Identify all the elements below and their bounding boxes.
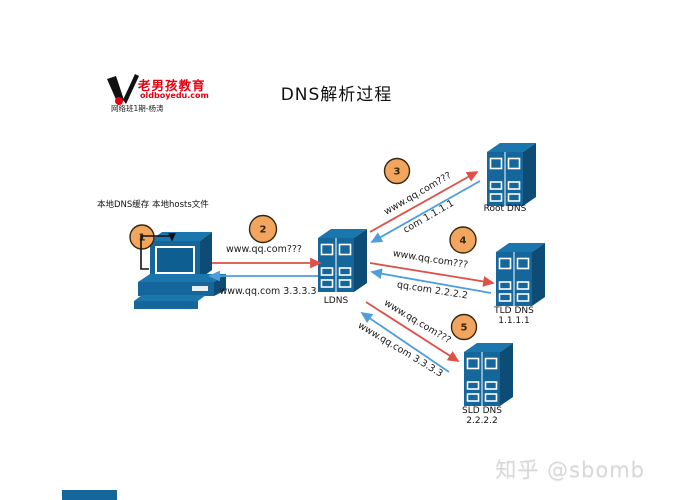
brand-name: 老男孩教育 [138,78,206,93]
step-5-number: 5 [461,323,468,334]
query-arrow-ldns-to-sld [365,301,460,362]
tld-dns-label: TLD DNS [493,306,534,316]
step-5-badge: 5 [450,313,478,341]
logo-checkmark-icon [107,74,139,105]
step-3-badge: 3 [383,157,411,185]
client-reply-label: www.qq.com 3.3.3.3 [219,286,316,297]
tld-dns-ip: 1.1.1.1 [498,316,530,326]
step-2-number: 2 [260,225,267,236]
client-query-label: www.qq.com??? [226,244,302,255]
root-dns-server-icon [486,142,537,207]
sld-dns-ip: 2.2.2.2 [466,416,498,426]
page-title: DNS解析过程 [280,85,393,105]
reply-arrow-sld-to-ldns [360,311,450,373]
step-1-badge: 1 [129,224,155,250]
sld-dns-server-icon [463,342,514,407]
client-computer-icon [134,232,226,309]
brand-domain: oldboyedu.com [140,91,209,100]
class-info: 网络班1期-杨涛 [111,104,164,113]
sld-dns-label: SLD DNS [462,406,502,416]
watermark: 知乎 @sbomb [495,458,645,482]
query-arrow-ldns-to-root [369,171,479,233]
tld-dns-server-icon [495,242,546,307]
bottom-bar [62,490,117,500]
step-1-number: 1 [139,233,146,244]
root-dns-label: Root DNS [484,204,527,214]
step-4-number: 4 [460,236,467,247]
step-3-number: 3 [394,167,401,178]
step-2-badge: 2 [248,214,278,244]
step-4-badge: 4 [449,226,477,254]
client-note: 本地DNS缓存 本地hosts文件 [97,199,209,210]
reply-arrow-tld-to-ldns [370,268,492,294]
reply-arrow-root-to-ldns [370,180,481,243]
ldns-server-icon [317,228,368,293]
ldns-label: LDNS [324,296,349,306]
local-lookup-arrow [140,232,176,270]
brand-logo: 老男孩教育 oldboyedu.com 网络班1期-杨涛 [105,70,235,116]
query-arrow-ldns-to-tld [369,262,495,287]
